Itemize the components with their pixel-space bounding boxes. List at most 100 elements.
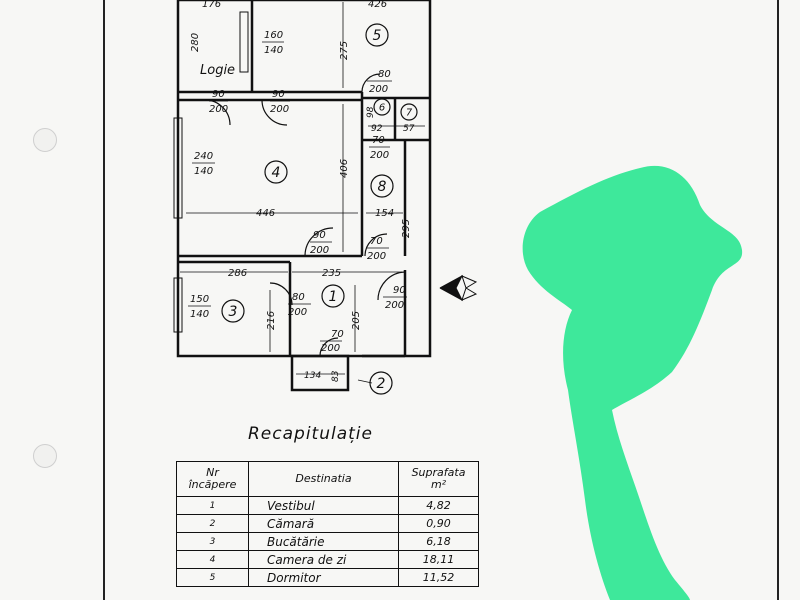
door-dim-loggia-h: 200 [209, 104, 228, 115]
page-frame-right [777, 0, 779, 600]
opening-labels: 160 140 240 140 150 140 90 200 90 200 80… [188, 30, 407, 354]
door-arc-pantry [319, 337, 339, 357]
recap-heading: Recapitulație [248, 424, 373, 444]
room-marker-circle-7 [400, 103, 418, 121]
room-marker-circle-3 [221, 299, 245, 323]
dim-154: 154 [375, 208, 394, 219]
room-marker-4: 4 [272, 165, 281, 181]
area-cell: 18,11 [398, 550, 479, 569]
window-loggia [239, 11, 249, 73]
destination-cell: Vestibul [248, 496, 399, 515]
window-dim-bedroom-w: 160 [264, 30, 283, 41]
room-marker-circle-8 [370, 174, 394, 198]
door-dim-entry-w: 90 [393, 285, 406, 296]
dim-98: 98 [366, 106, 376, 118]
loggia-label: Logie [200, 63, 235, 78]
door-arc-entry [377, 271, 406, 301]
room-number-cell: 5 [176, 568, 249, 587]
destination-cell: Cămară [248, 514, 399, 533]
room-number-cell: 1 [176, 496, 249, 515]
door-dim-pantry-h: 200 [321, 343, 340, 354]
area-cell: 11,52 [398, 568, 479, 587]
area-cell: 6,18 [398, 532, 479, 551]
area-cell: 4,82 [398, 496, 479, 515]
header-area-line-1: Suprafata [411, 466, 466, 479]
window-dim-kitchen-w: 150 [190, 294, 209, 305]
plan-walls [176, 0, 432, 392]
room-marker-3: 3 [229, 304, 238, 320]
header-nr-line-2: încăpere [188, 478, 237, 491]
door-dim-pantry-w: 70 [331, 329, 344, 340]
door-arc-living [304, 227, 334, 257]
room-number-cell: 4 [176, 550, 249, 569]
door-dim-bedroom-h: 200 [270, 104, 289, 115]
room-marker-circle-6 [373, 98, 391, 116]
dim-92: 92 [371, 124, 383, 134]
dim-275: 275 [339, 41, 350, 60]
room-number-cell: 3 [176, 532, 249, 551]
room-marker-5: 5 [373, 28, 382, 44]
door-arc-kitchen [269, 282, 293, 306]
door-dim-loggia-w: 90 [212, 89, 225, 100]
dim-286: 286 [228, 268, 247, 279]
room-marker-1: 1 [329, 289, 338, 305]
page-frame-left [103, 0, 105, 600]
door-dim-bath-h: 200 [369, 84, 388, 95]
dim-406: 406 [339, 159, 350, 178]
door-dim-room8-w: 70 [370, 236, 383, 247]
window-kitchen [173, 277, 183, 333]
window-dim-kitchen-h: 140 [190, 309, 209, 320]
header-destination: Destinatia [248, 461, 399, 497]
room-marker-6: 6 [379, 103, 385, 114]
room-marker-circle-4 [264, 160, 288, 184]
room-marker-circle-2 [369, 371, 393, 395]
header-area-line-2: m² [430, 478, 447, 491]
destination-cell: Camera de zi [248, 550, 399, 569]
punch-hole-bottom [33, 444, 57, 468]
dim-295: 295 [401, 219, 412, 238]
door-dim-living-w: 90 [313, 230, 326, 241]
door-dim-kitchen-h: 200 [288, 307, 307, 318]
dim-83: 83 [331, 370, 341, 382]
room-marker-2: 2 [377, 376, 386, 392]
door-dim-bath-w: 80 [378, 69, 391, 80]
dim-57: 57 [403, 124, 415, 134]
window-dim-living-w: 240 [194, 151, 213, 162]
window-dim-living-h: 140 [194, 166, 213, 177]
punch-hole-top [33, 128, 57, 152]
window-living [173, 117, 183, 219]
dim-426: 426 [368, 0, 387, 10]
plan-dimension-lines [180, 2, 425, 384]
door-dim-entry-h: 200 [385, 300, 404, 311]
room-marker-circle-5 [365, 23, 389, 47]
entrance-arrow-icon [439, 274, 478, 302]
dim-176: 176 [202, 0, 221, 10]
plan-doors [204, 73, 406, 357]
room-number-cell: 2 [176, 514, 249, 533]
dim-446: 446 [256, 208, 275, 219]
dim-280: 280 [190, 33, 201, 52]
door-dim-wc-w: 70 [372, 135, 385, 146]
door-arc-loggia [204, 99, 231, 126]
door-arc-bedroom [261, 99, 288, 126]
area-cell: 0,90 [398, 514, 479, 533]
door-arc-bath [361, 73, 381, 93]
destination-cell: Bucătărie [248, 532, 399, 551]
door-dim-wc-h: 200 [370, 150, 389, 161]
door-dim-living-h: 200 [310, 245, 329, 256]
destination-cell: Dormitor [248, 568, 399, 587]
dim-235: 235 [322, 268, 341, 279]
room-marker-circle-1 [321, 284, 345, 308]
